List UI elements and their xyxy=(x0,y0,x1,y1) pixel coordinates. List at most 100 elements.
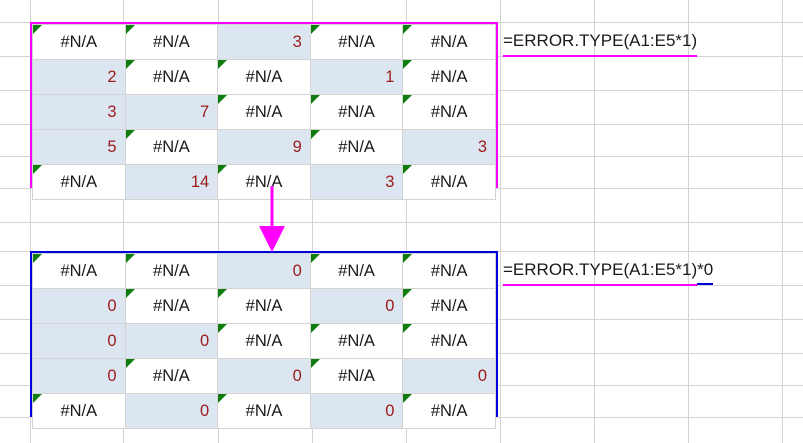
cell-text: #N/A xyxy=(338,367,375,385)
cell-error-value[interactable]: #N/A xyxy=(309,24,404,60)
cell-text: #N/A xyxy=(60,33,98,51)
cell-text: 9 xyxy=(292,138,302,156)
cell-error-value[interactable]: #N/A xyxy=(124,253,219,289)
cell-error-value[interactable]: #N/A xyxy=(402,253,496,289)
grid-column-line xyxy=(594,0,595,443)
cell-text: #N/A xyxy=(245,297,283,315)
cell-error-value[interactable]: #N/A xyxy=(124,358,219,394)
cell-numeric-value[interactable]: 7 xyxy=(124,94,219,130)
cell-text: #N/A xyxy=(430,297,468,315)
error-indicator-triangle-icon xyxy=(311,359,320,368)
cell-text: #N/A xyxy=(245,68,283,86)
cell-numeric-value[interactable]: 0 xyxy=(32,288,126,324)
cell-error-value[interactable]: #N/A xyxy=(402,393,496,429)
cell-error-value[interactable]: #N/A xyxy=(402,24,496,60)
cell-numeric-value[interactable]: 3 xyxy=(32,94,126,130)
cell-text: 1 xyxy=(385,68,395,86)
cell-error-value[interactable]: #N/A xyxy=(309,323,404,359)
cell-text: #N/A xyxy=(430,332,468,350)
cell-error-value[interactable]: #N/A xyxy=(124,24,219,60)
cell-error-value[interactable]: #N/A xyxy=(32,393,126,429)
cell-numeric-value[interactable]: 2 xyxy=(32,59,126,95)
cell-text: #N/A xyxy=(153,297,190,315)
error-indicator-triangle-icon xyxy=(126,60,135,69)
error-indicator-triangle-icon xyxy=(311,25,320,34)
cell-error-value[interactable]: #N/A xyxy=(217,393,311,429)
grid-column-line xyxy=(688,0,689,443)
cell-numeric-value[interactable]: 1 xyxy=(309,59,404,95)
cell-text: #N/A xyxy=(245,402,283,420)
cell-error-value[interactable]: #N/A xyxy=(309,94,404,130)
error-indicator-triangle-icon xyxy=(218,95,228,104)
cell-error-value[interactable]: #N/A xyxy=(217,323,311,359)
cell-text: 0 xyxy=(107,297,117,315)
cell-text: #N/A xyxy=(338,262,375,280)
grid-column-line xyxy=(500,0,501,443)
cell-error-value[interactable]: #N/A xyxy=(402,323,496,359)
cell-error-value[interactable]: #N/A xyxy=(402,288,496,324)
cell-error-value[interactable]: #N/A xyxy=(124,129,219,165)
cell-numeric-value[interactable]: 3 xyxy=(309,164,404,200)
cell-text: 3 xyxy=(292,33,302,51)
error-indicator-triangle-icon xyxy=(126,25,135,34)
cell-numeric-value[interactable]: 9 xyxy=(217,129,311,165)
error-indicator-triangle-icon xyxy=(33,394,42,403)
cell-numeric-value[interactable]: 0 xyxy=(124,393,219,429)
cell-numeric-value[interactable]: 5 xyxy=(32,129,126,165)
cell-error-value[interactable]: #N/A xyxy=(32,253,126,289)
cell-numeric-value[interactable]: 14 xyxy=(124,164,219,200)
cell-text: #N/A xyxy=(430,68,468,86)
grid-column-line xyxy=(782,0,783,443)
cell-error-value[interactable]: #N/A xyxy=(402,164,496,200)
cell-numeric-value[interactable]: 0 xyxy=(32,323,126,359)
cell-error-value[interactable]: #N/A xyxy=(217,288,311,324)
cell-error-value[interactable]: #N/A xyxy=(32,164,126,200)
cell-numeric-value[interactable]: 0 xyxy=(124,323,219,359)
cell-text: #N/A xyxy=(338,332,375,350)
formula-label-bottom: =ERROR.TYPE(A1:E5*1)*0 xyxy=(503,260,714,286)
cell-error-value[interactable]: #N/A xyxy=(402,94,496,130)
cell-numeric-value[interactable]: 0 xyxy=(32,358,126,394)
cell-text: #N/A xyxy=(245,332,283,350)
cell-error-value[interactable]: #N/A xyxy=(309,358,404,394)
cell-text: 0 xyxy=(385,297,395,315)
cell-error-value[interactable]: #N/A xyxy=(309,253,404,289)
table-row: 0 #N/A #N/A 0 #N/A xyxy=(32,288,496,324)
cell-error-value[interactable]: #N/A xyxy=(309,129,404,165)
cell-error-value[interactable]: #N/A xyxy=(217,94,311,130)
cell-error-value[interactable]: #N/A xyxy=(32,24,126,60)
cell-error-value[interactable]: #N/A xyxy=(124,59,219,95)
cell-numeric-value[interactable]: 0 xyxy=(402,358,496,394)
cell-numeric-value[interactable]: 0 xyxy=(217,253,311,289)
cell-numeric-value[interactable]: 3 xyxy=(402,129,496,165)
error-indicator-triangle-icon xyxy=(403,165,413,174)
grid-column-line xyxy=(406,0,407,443)
cell-error-value[interactable]: #N/A xyxy=(402,59,496,95)
cell-text: #N/A xyxy=(430,402,468,420)
grid-column-line xyxy=(218,0,219,443)
error-indicator-triangle-icon xyxy=(218,60,228,69)
error-indicator-triangle-icon xyxy=(403,60,413,69)
cell-text: #N/A xyxy=(60,173,98,191)
cell-error-value[interactable]: #N/A xyxy=(217,164,311,200)
grid-column-line xyxy=(123,0,124,443)
error-indicator-triangle-icon xyxy=(403,324,413,333)
cell-numeric-value[interactable]: 0 xyxy=(309,393,404,429)
cell-text: 14 xyxy=(190,173,210,191)
cell-numeric-value[interactable]: 0 xyxy=(309,288,404,324)
cell-error-value[interactable]: #N/A xyxy=(124,288,219,324)
cell-text: #N/A xyxy=(430,262,468,280)
error-indicator-triangle-icon xyxy=(126,254,135,263)
cell-error-value[interactable]: #N/A xyxy=(217,59,311,95)
cell-text: #N/A xyxy=(430,33,468,51)
cell-numeric-value[interactable]: 3 xyxy=(217,24,311,60)
cell-numeric-value[interactable]: 0 xyxy=(217,358,311,394)
